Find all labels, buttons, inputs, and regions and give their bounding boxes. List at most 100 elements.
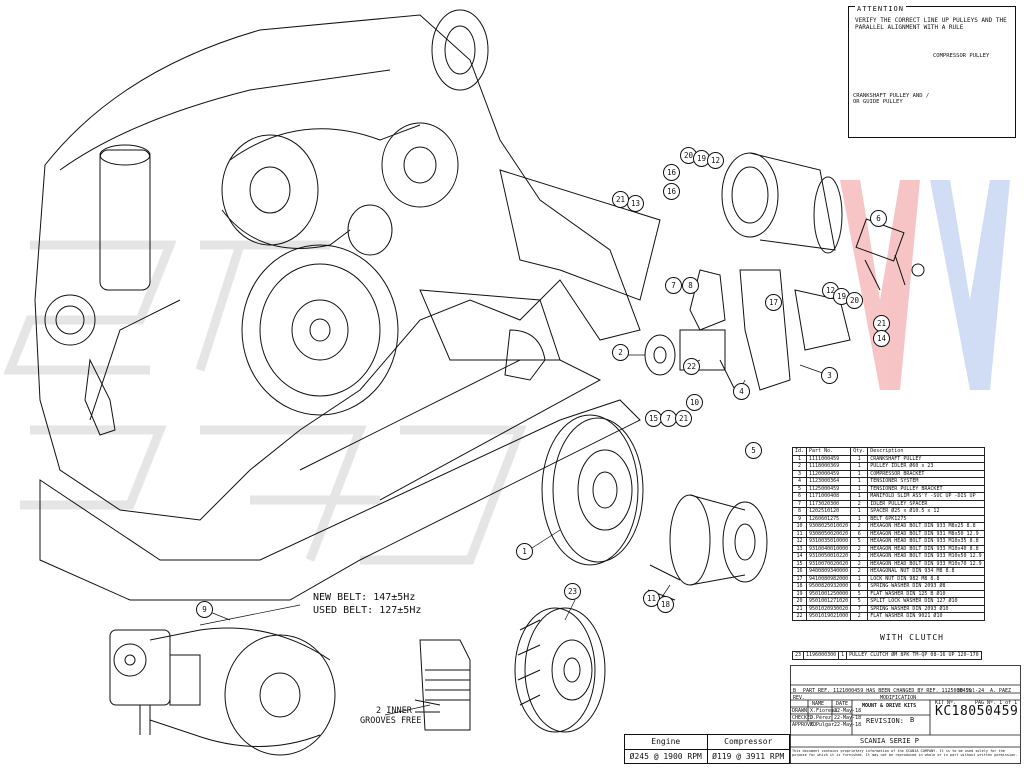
- bom-cell-description: HEXAGON HEAD BOLT DIN 933 M10x35 8.8: [867, 537, 985, 546]
- revision-label: REVISION:: [866, 717, 904, 725]
- bom-cell-part-no: 9410080982000: [806, 574, 852, 583]
- bom-cell-qty: 2: [850, 544, 869, 553]
- with-clutch-table: 23 1196000300 1 PULLEY CLUTCH ØM 8PK TM-…: [791, 651, 982, 660]
- callout-bubble: 2: [612, 344, 629, 361]
- checked-label: CHECKED: [792, 715, 814, 721]
- legal-text: This document contains proprietary infor…: [792, 749, 1018, 757]
- callout-bubble: 22: [683, 358, 700, 375]
- compressor-rpm-value: Ø119 @ 3911 RPM: [706, 748, 790, 764]
- rev-label: REV.: [793, 695, 806, 701]
- kit-label: KIT Nº.: [935, 700, 957, 706]
- drawn-label: DRAWN: [792, 708, 808, 714]
- kit-number: KC18050459: [935, 704, 1019, 719]
- bom-cell-qty: 2: [850, 522, 869, 531]
- bom-cell-qty: 1: [850, 574, 869, 583]
- bom-cell-part-no: 1202510120: [806, 507, 852, 516]
- bom-cell-description: FLAT WASHER DIN 125 B Ø10: [867, 589, 985, 598]
- bom-cell-id: 23: [791, 651, 805, 660]
- bom-cell-part-no: 9501019021000: [806, 612, 852, 621]
- attention-title: ATTENTION: [855, 5, 906, 13]
- compressor-label: Compressor: [706, 734, 790, 750]
- callout-bubble: 4: [733, 383, 750, 400]
- bom-cell-description: BELT 6PK1275: [867, 514, 985, 523]
- revision-value: B: [910, 716, 915, 724]
- bom-cell-description: HEXAGON HEAD BOLT DIN 933 M10x40 8.8: [867, 544, 985, 553]
- bom-cell-id: 21: [791, 604, 808, 613]
- bom-cell-part-no: 1123000364: [806, 477, 852, 486]
- bom-cell-part-no: 9501001250000: [806, 589, 852, 598]
- bom-cell-id: 3: [791, 469, 808, 478]
- callout-bubble: 10: [686, 394, 703, 411]
- bom-cell-qty: 2: [850, 612, 869, 621]
- bom-cell-id: 15: [791, 559, 808, 568]
- bom-cell-part-no: 9400809340000: [806, 567, 852, 576]
- modification-label: MODIFICATION: [880, 695, 917, 701]
- bom-cell-id: 8: [791, 507, 808, 516]
- used-belt-note: USED BELT: 127±5Hz: [313, 605, 422, 616]
- bom-header-description: Description: [867, 447, 985, 456]
- callout-bubble: 21: [612, 191, 629, 208]
- callout-bubble: 23: [564, 583, 581, 600]
- callout-bubble: 6: [870, 210, 887, 227]
- checked-date: 22-May-18: [834, 715, 862, 721]
- callout-bubble: 7: [665, 277, 682, 294]
- bom-header-row: Id. Part No. Qty. Description: [791, 447, 985, 456]
- bom-cell-qty: 2: [850, 559, 869, 568]
- rpm-header-row: Engine Compressor: [624, 734, 790, 750]
- bom-cell-part-no: 1171000408: [806, 492, 852, 501]
- bom-cell-id: 13: [791, 544, 808, 553]
- bom-header-id: Id.: [791, 447, 808, 456]
- callout-bubble: 12: [707, 152, 724, 169]
- bom-cell-id: 16: [791, 567, 808, 576]
- name-label: NAME: [812, 701, 825, 707]
- callout-bubble: 16: [663, 183, 680, 200]
- bom-cell-description: TENSIONER SYSTEM: [867, 477, 985, 486]
- engine-assembly: [34, 9, 641, 521]
- bom-cell-part-no: 1196000300: [803, 651, 840, 660]
- bom-cell-description: HEXAGONAL NUT DIN 934 M8 8.8: [867, 567, 985, 576]
- change-date: 30-Jul-24: [957, 688, 985, 694]
- bom-cell-id: 7: [791, 499, 808, 508]
- bom-cell-part-no: 9501001271020: [806, 597, 852, 606]
- bom-cell-part-no: 9308050020020: [806, 529, 852, 538]
- bom-cell-qty: 2: [850, 499, 869, 508]
- bom-cell-id: 22: [791, 612, 808, 621]
- bom-cell-description: HEXAGON HEAD BOLT DIN 933 M10x70 12.9: [867, 559, 985, 568]
- bom-cell-part-no: 9310040010000: [806, 544, 852, 553]
- belt-routing-detail: [109, 627, 336, 756]
- bom-cell-part-no: 1120000459: [806, 469, 852, 478]
- bom-header-part-no: Part No.: [806, 447, 852, 456]
- bom-cell-qty: 1: [850, 507, 869, 516]
- bom-cell-id: 10: [791, 522, 808, 531]
- table-row: 23 1196000300 1 PULLEY CLUTCH ØM 8PK TM-…: [791, 651, 982, 660]
- bom-cell-id: 11: [791, 529, 808, 538]
- bom-cell-description: HEXAGON HEAD BOLT DIN 931 M8x50 12.9: [867, 529, 985, 538]
- bom-cell-qty: 1: [850, 477, 869, 486]
- engine-label: Engine: [624, 734, 708, 750]
- bom-cell-description: FLAT WASHER DIN 9021 Ø10: [867, 612, 985, 621]
- drawn-date: 22-May-18: [834, 708, 862, 714]
- title-block-frame: [790, 665, 1021, 764]
- bom-cell-qty: 5: [850, 597, 869, 606]
- bom-cell-description: PULLEY IDLER Ø60 x 23: [867, 462, 985, 471]
- bom-header-qty: Qty.: [850, 447, 869, 456]
- callout-bubble: 9: [196, 601, 213, 618]
- bom-cell-id: 14: [791, 552, 808, 561]
- callout-bubble: 17: [765, 294, 782, 311]
- callout-bubble: 18: [657, 596, 674, 613]
- change-rev: B: [793, 688, 797, 694]
- bom-cell-id: 5: [791, 484, 808, 493]
- bom-cell-qty: 1: [850, 492, 869, 501]
- bom-cell-description: HEXAGON HEAD BOLT DIN 933 M10x50 12.9: [867, 552, 985, 561]
